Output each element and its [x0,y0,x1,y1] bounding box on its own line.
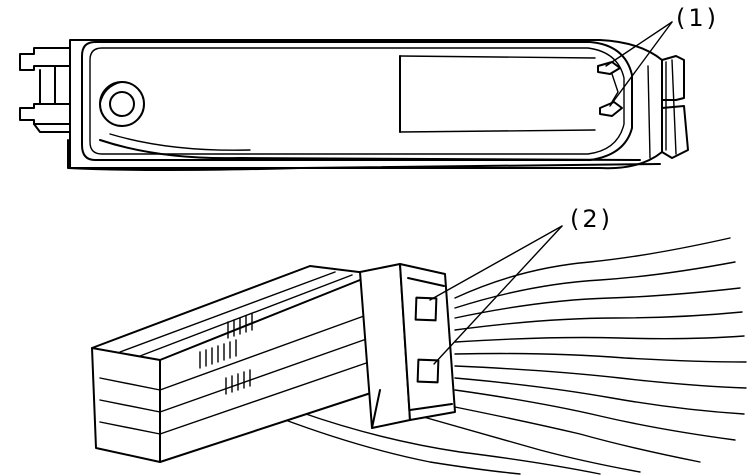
wire-bundle [279,237,747,475]
connector-plug-bottom [91,263,456,463]
callout-label-2: (2) [570,205,613,233]
connector-housing-top [19,39,689,171]
callout-label-1: (1) [676,4,719,32]
side-ticks [199,313,253,395]
leader-lines-2 [429,225,563,365]
leader-lines-1 [605,21,673,107]
